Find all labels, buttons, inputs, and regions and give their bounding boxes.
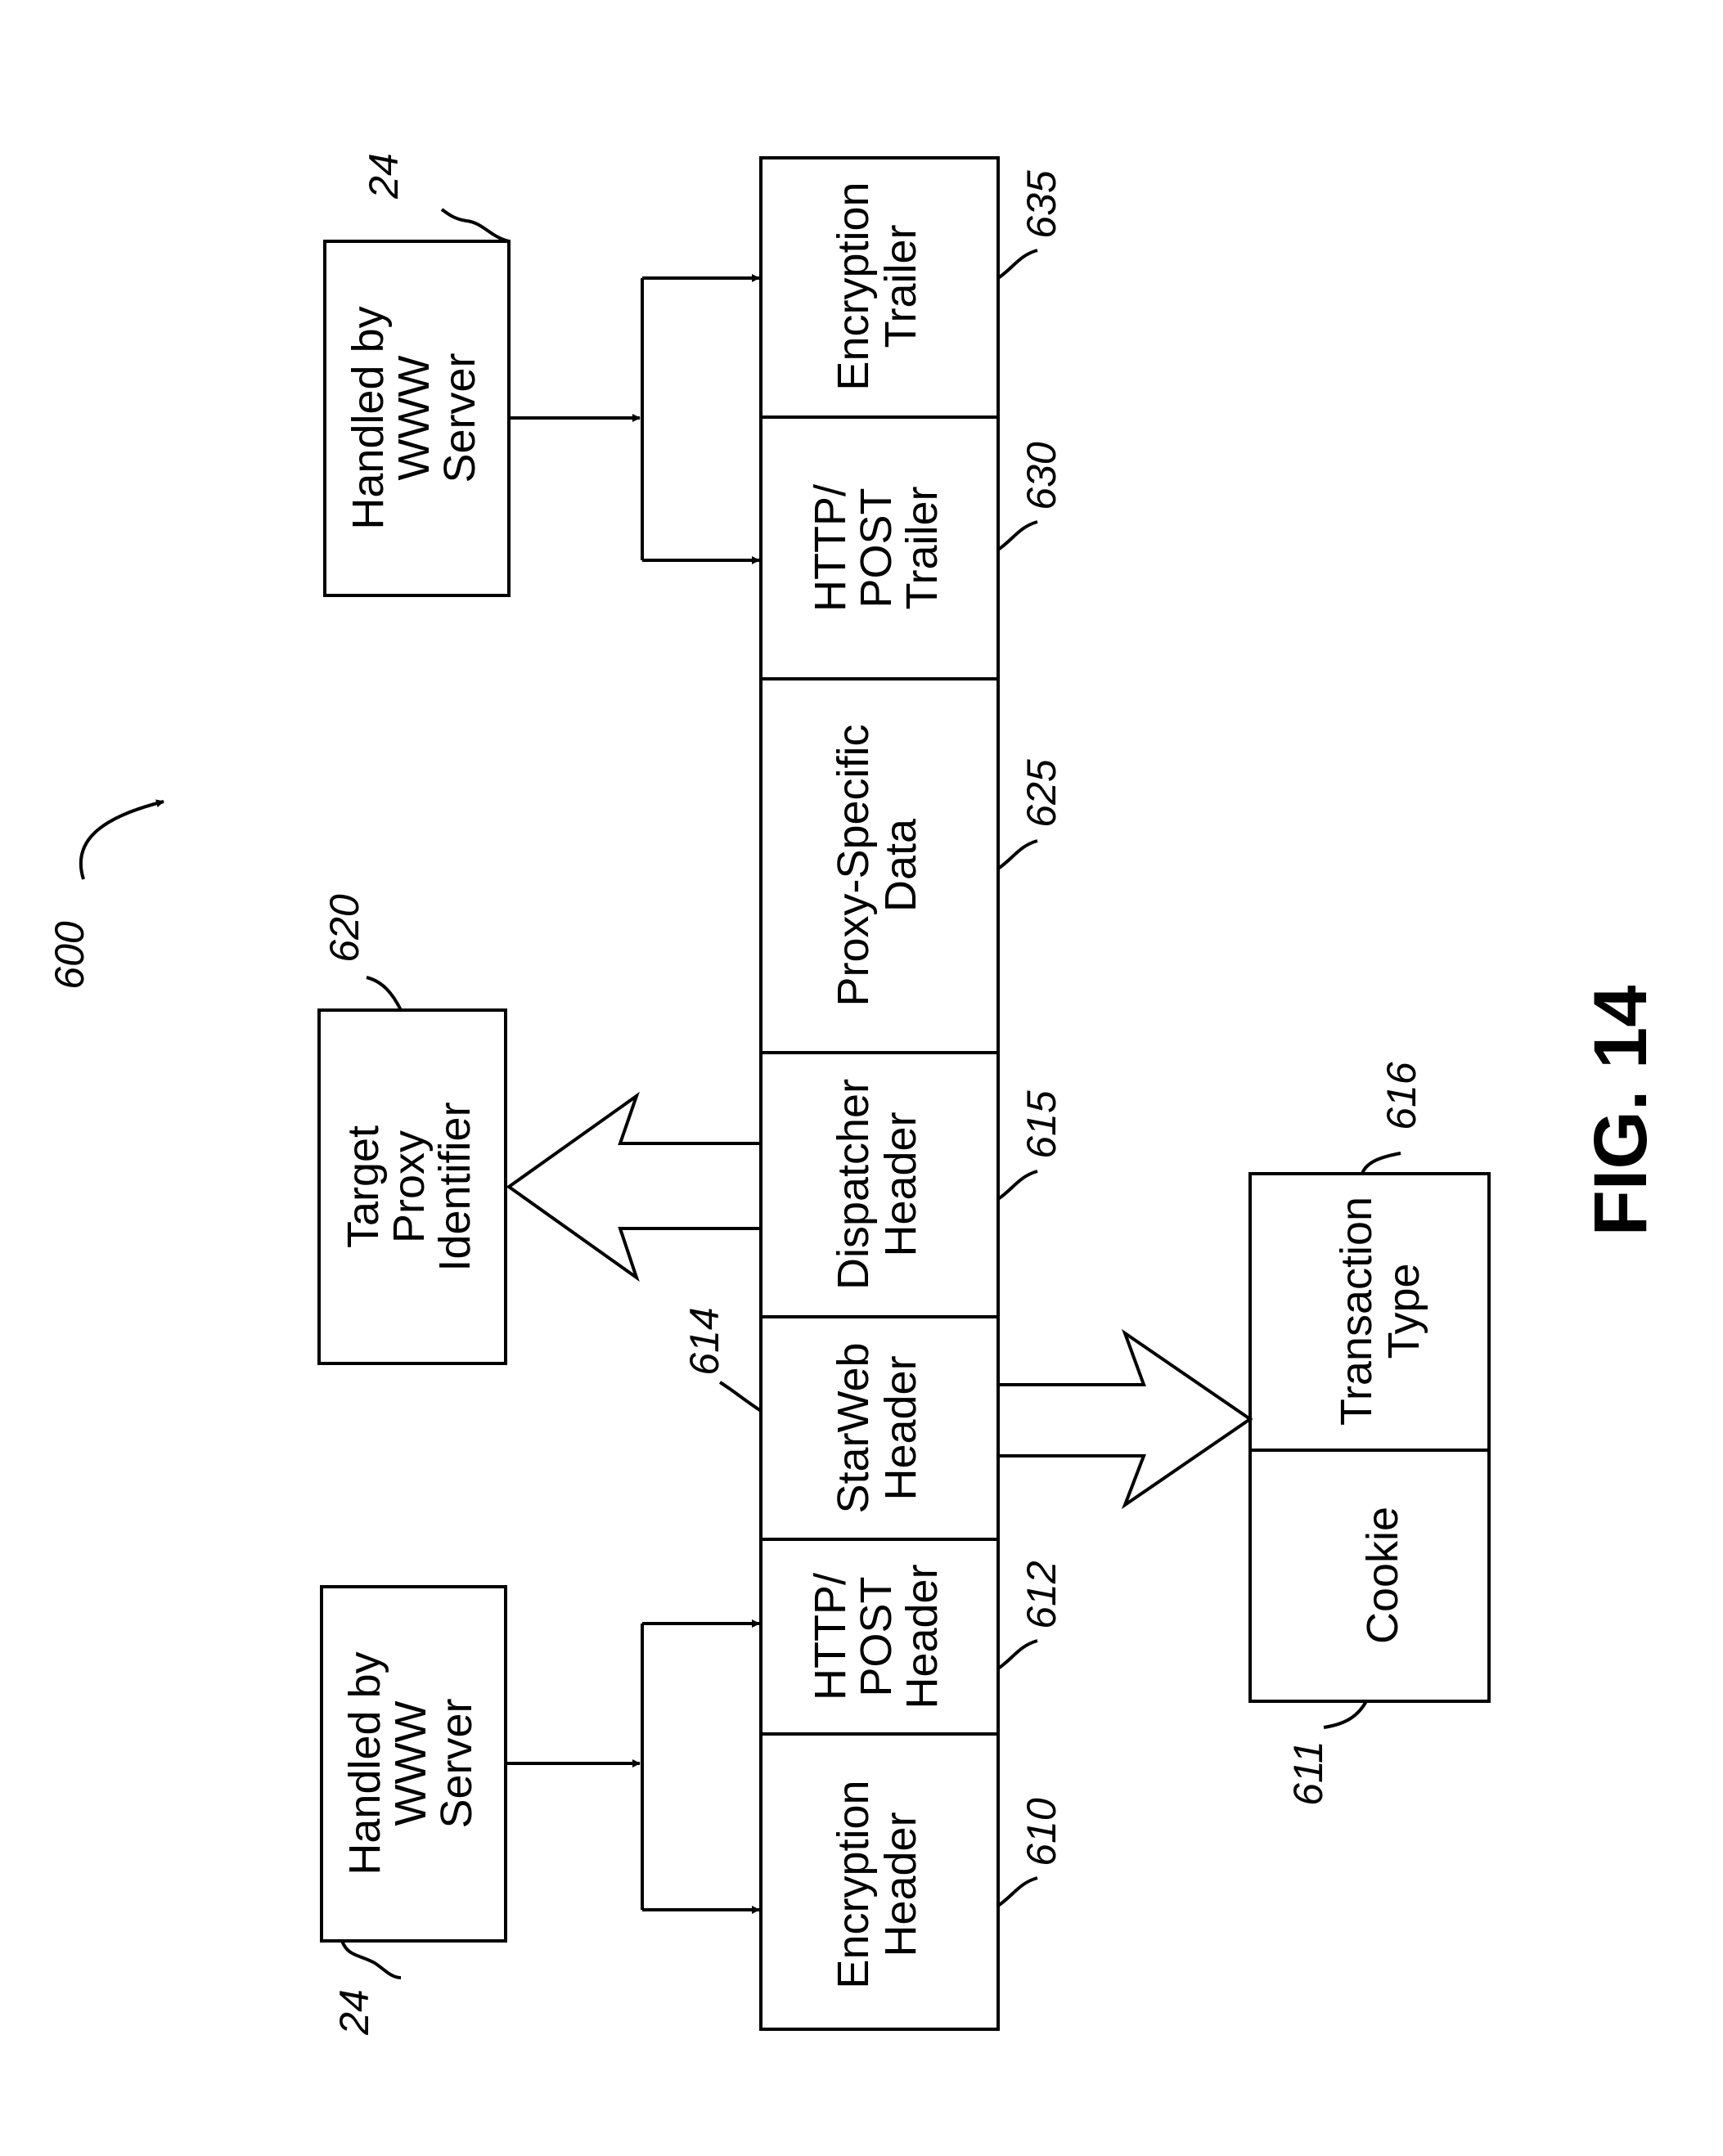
proxy-specific-data-label: Proxy-SpecificData bbox=[829, 724, 925, 1006]
ref-610: 610 bbox=[1019, 1798, 1064, 1866]
handled-by-www-server-box-right bbox=[323, 240, 511, 597]
ref-635: 635 bbox=[1019, 170, 1064, 239]
leader-616 bbox=[1361, 1152, 1401, 1175]
ref-24-left: 24 bbox=[331, 1989, 377, 2036]
message-strip-outline bbox=[759, 156, 1000, 2031]
leader-611 bbox=[1323, 1700, 1368, 1729]
ref-620: 620 bbox=[322, 894, 367, 963]
figure-ref-arrow bbox=[79, 799, 164, 880]
target-proxy-identifier-box bbox=[317, 1008, 507, 1365]
leader-615 bbox=[996, 1170, 1038, 1201]
left-connector bbox=[506, 1619, 760, 1914]
ref-614: 614 bbox=[682, 1307, 727, 1375]
leader-620 bbox=[366, 976, 403, 1011]
ref-630: 630 bbox=[1019, 442, 1064, 510]
starweb-header-label: StarWebHeader bbox=[829, 1342, 925, 1513]
cookie-label: Cookie bbox=[1358, 1507, 1407, 1644]
ref-616: 616 bbox=[1379, 1062, 1424, 1130]
leader-635 bbox=[996, 249, 1038, 280]
segment-refs: 610 612 614 615 625 630 635 bbox=[682, 170, 1064, 1907]
message-strip bbox=[759, 156, 1000, 2031]
ref-611: 611 bbox=[1285, 1741, 1331, 1806]
leader-630 bbox=[996, 520, 1038, 551]
figure-label: FIG. 14 bbox=[1579, 986, 1662, 1237]
transaction-type-label: TransactionType bbox=[1332, 1197, 1428, 1426]
leader-610 bbox=[996, 1876, 1038, 1907]
handled-by-www-server-box-left bbox=[320, 1585, 507, 1943]
hollow-arrow-to-target-proxy bbox=[506, 1091, 761, 1282]
leader-614 bbox=[718, 1381, 763, 1413]
leader-24-right bbox=[440, 208, 510, 243]
ref-600: 600 bbox=[47, 921, 92, 990]
hollow-arrow-to-cookie-box bbox=[998, 1328, 1253, 1510]
leader-24-left bbox=[340, 1940, 402, 1979]
dispatcher-header-label: DispatcherHeader bbox=[829, 1079, 925, 1290]
http-post-trailer-label: HTTP/POSTTrailer bbox=[806, 484, 947, 612]
leader-612 bbox=[996, 1639, 1038, 1670]
ref-615: 615 bbox=[1019, 1090, 1064, 1159]
http-post-header-label: HTTP/POSTHeader bbox=[806, 1564, 947, 1709]
ref-24-right: 24 bbox=[361, 153, 407, 200]
handled-left-label: Handled byWWWServer bbox=[340, 1651, 481, 1875]
leader-625 bbox=[996, 839, 1038, 870]
encryption-header-label: EncryptionHeader bbox=[829, 1780, 925, 1988]
right-connector bbox=[509, 274, 760, 564]
handled-right-label: Handled byWWWServer bbox=[344, 306, 484, 529]
cookie-transaction-box bbox=[1248, 1172, 1491, 1703]
target-proxy-label: TargetProxyIdentifier bbox=[339, 1102, 479, 1271]
ref-612: 612 bbox=[1019, 1561, 1064, 1629]
ref-625: 625 bbox=[1019, 759, 1064, 828]
encryption-trailer-label: EncryptionTrailer bbox=[829, 182, 925, 390]
